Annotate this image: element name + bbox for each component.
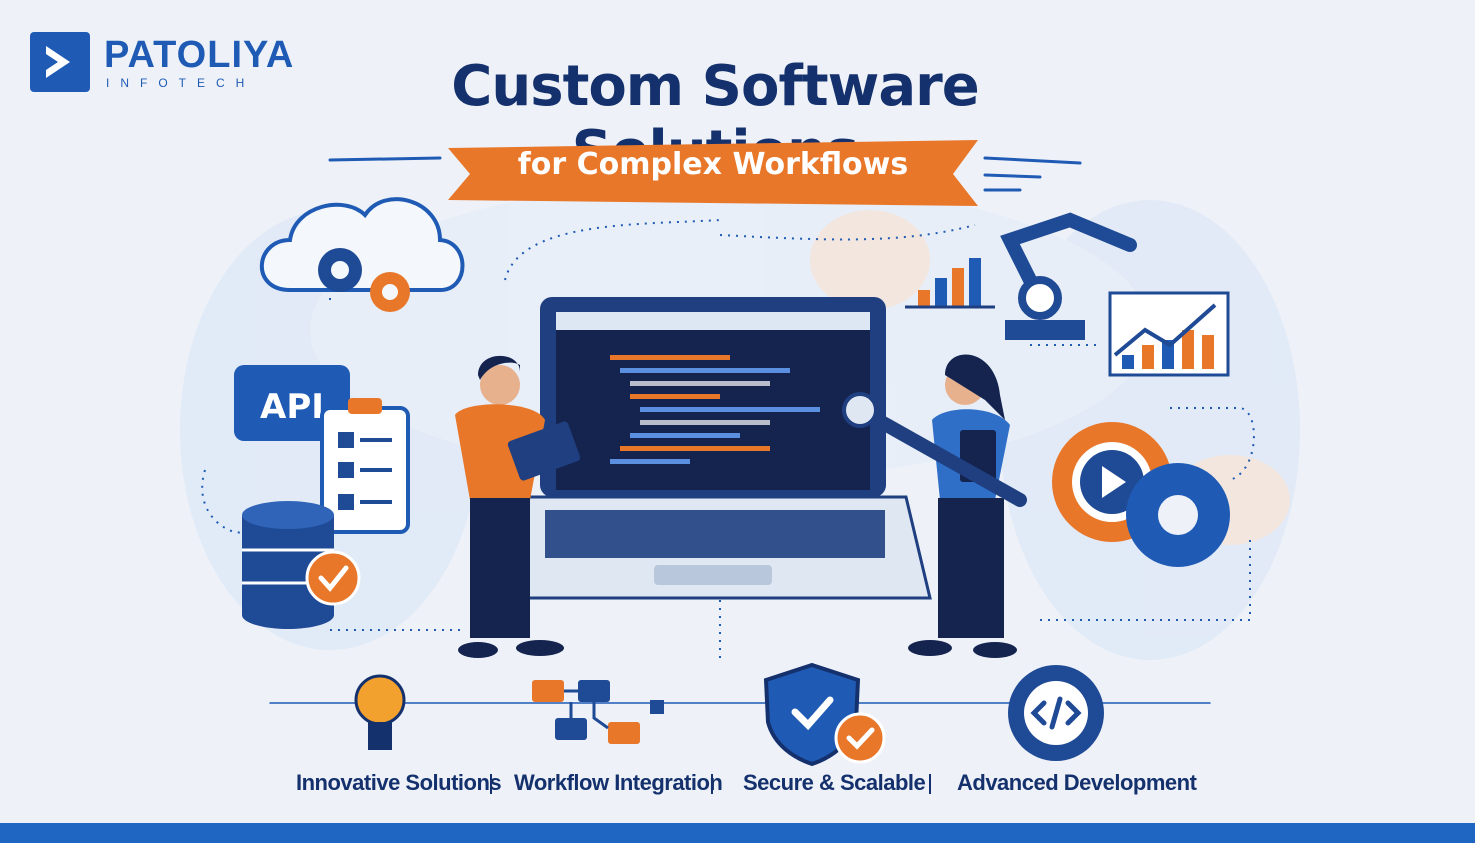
- logo-mark-icon: [30, 32, 90, 92]
- workflow-icon: [532, 680, 664, 744]
- bar-chart-icon: [905, 258, 995, 309]
- feature-separator: [490, 774, 492, 794]
- shield-check-icon: [763, 662, 886, 767]
- code-gear-icon: [1008, 665, 1104, 761]
- lightbulb-icon: [354, 674, 406, 750]
- database-icon: [242, 501, 361, 629]
- laptop-illustration: [494, 297, 932, 600]
- features-row: Innovative Solutions Workflow Integratio…: [0, 760, 1475, 810]
- code-lines: [610, 355, 820, 464]
- developer-man: [455, 355, 581, 658]
- subtitle-ribbon: [448, 140, 978, 206]
- bottom-bar: [0, 823, 1475, 843]
- cloud-gears-icon: [259, 197, 465, 312]
- checklist-icon: [320, 398, 410, 534]
- feature-advanced-development: Advanced Development: [957, 770, 1197, 795]
- dotted-connectors: [201, 219, 1255, 660]
- page-subtitle: for Complex Workflows: [517, 147, 909, 182]
- brand-tagline: INFOTECH: [106, 76, 256, 90]
- brand-name: PATOLIYA: [104, 34, 295, 76]
- robotic-arm-icon: [1000, 212, 1137, 340]
- api-label: API: [260, 387, 324, 427]
- brand-logo[interactable]: PATOLIYA INFOTECH: [30, 32, 330, 94]
- feature-separator: [929, 774, 931, 794]
- feature-secure-scalable: Secure & Scalable: [743, 770, 926, 795]
- feature-workflow-integration: Workflow Integration: [514, 770, 723, 795]
- developer-woman: [842, 354, 1027, 658]
- growth-chart-icon: [1108, 291, 1230, 377]
- feature-innovative-solutions: Innovative Solutions: [296, 770, 502, 795]
- feature-separator: [711, 774, 713, 794]
- gear-play-icon: [1052, 422, 1230, 567]
